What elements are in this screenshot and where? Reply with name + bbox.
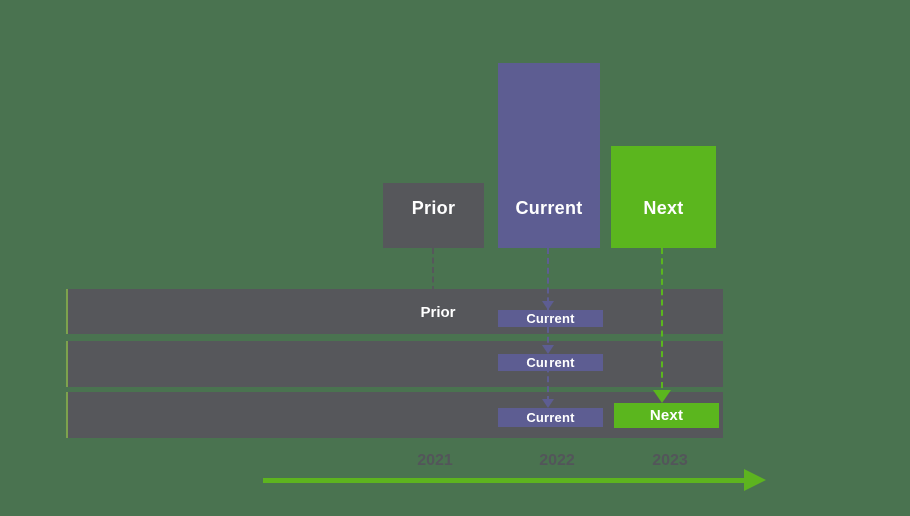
current-legend-label: Current <box>515 198 583 218</box>
prior-legend-bar <box>383 183 484 248</box>
current-arrowhead-row3-icon <box>542 399 554 408</box>
current-legend-bar <box>498 63 600 248</box>
timeline-row-1: Prior Current <box>66 289 723 334</box>
row3-current-badge: Current <box>498 408 603 427</box>
row1-current-badge: Current <box>498 310 603 327</box>
timeline-row-2: Current <box>66 341 723 387</box>
row3-next-badge: Next <box>614 403 719 428</box>
timeline-axis-line <box>263 478 746 483</box>
timeline-row-3: Current Next <box>66 392 723 438</box>
next-legend-label: Next <box>643 198 684 218</box>
current-arrowhead-row2-icon <box>542 345 554 354</box>
current-arrowhead-row1-icon <box>542 301 554 310</box>
next-connector-line <box>661 248 663 388</box>
current-connector-line <box>547 248 549 402</box>
row2-current-badge: Current <box>498 354 603 371</box>
timeline-arrow-right-icon <box>744 469 766 491</box>
year-label-2023: 2023 <box>652 452 688 469</box>
next-arrowhead-row3-icon <box>653 390 671 403</box>
next-legend-bar <box>611 146 716 248</box>
prior-legend-label: Prior <box>411 198 456 218</box>
row1-prior-label: Prior <box>420 304 456 321</box>
prior-connector-line <box>432 248 434 292</box>
year-label-2021: 2021 <box>417 452 453 469</box>
year-label-2022: 2022 <box>539 452 575 469</box>
